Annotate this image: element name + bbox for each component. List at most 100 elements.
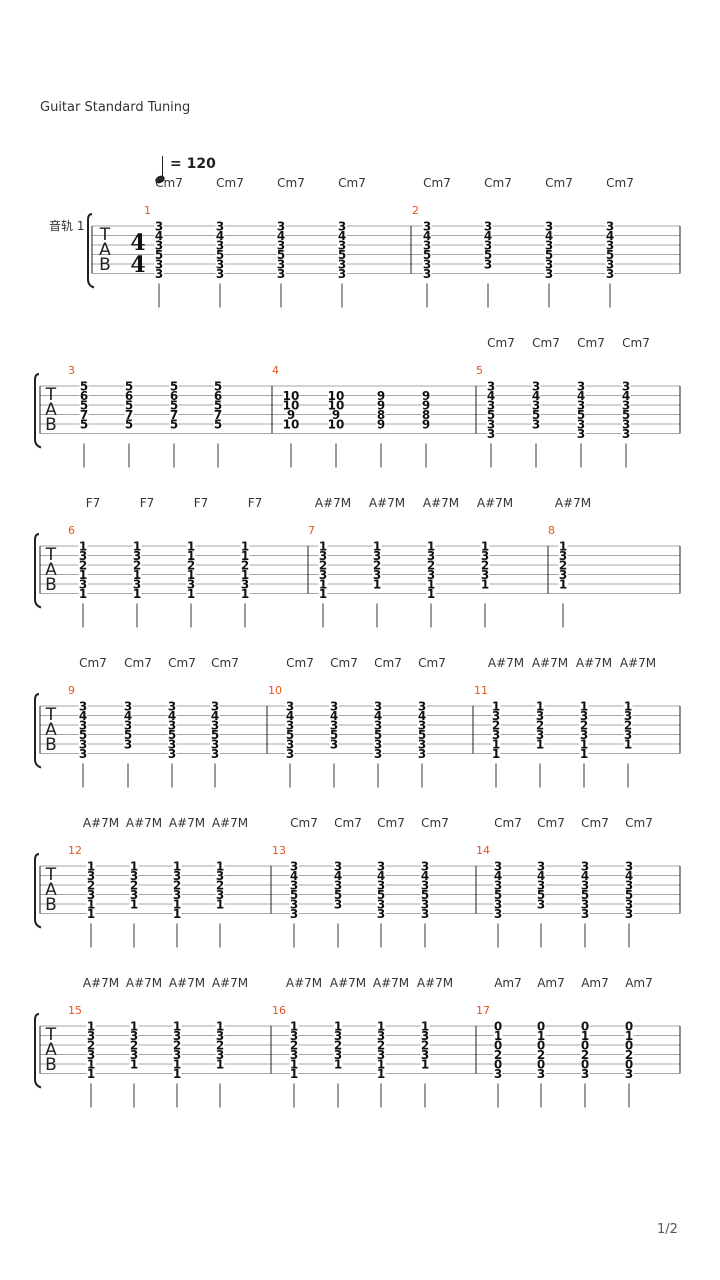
fret-number: 4 <box>334 869 342 883</box>
fret-number: 3 <box>494 1067 502 1081</box>
fret-number: 4 <box>290 869 298 883</box>
chord-name: Cm7 <box>484 176 512 190</box>
fret-number: 3 <box>155 238 163 252</box>
fret-mask <box>531 400 541 410</box>
fret-number: 3 <box>124 718 132 732</box>
measure-number: 8 <box>548 524 555 537</box>
fret-mask <box>86 899 96 909</box>
fret-mask <box>373 748 383 759</box>
fret-number: 1 <box>87 1057 95 1071</box>
fret-mask <box>493 899 503 909</box>
fret-mask <box>78 579 88 589</box>
fret-mask <box>132 560 142 570</box>
fret-number: 3 <box>87 1048 95 1062</box>
fret-mask <box>417 720 427 730</box>
fret-mask <box>580 899 590 909</box>
fret-number: 2 <box>377 1038 385 1052</box>
fret-number: 1 <box>373 539 381 553</box>
fret-mask <box>376 400 386 410</box>
fret-number: 1 <box>216 1057 224 1071</box>
fret-mask <box>544 240 554 250</box>
fret-mask <box>124 400 134 410</box>
fret-mask <box>289 1040 299 1050</box>
fret-mask <box>536 889 546 900</box>
chord-name: Cm7 <box>421 816 449 830</box>
fret-number: 3 <box>625 859 633 873</box>
fret-mask <box>417 739 427 749</box>
fret-number: 3 <box>421 897 429 911</box>
fret-mask <box>422 259 432 269</box>
fret-mask <box>491 729 501 740</box>
chord-name: Cm7 <box>545 176 573 190</box>
fret-mask <box>167 710 177 721</box>
fret-number: 3 <box>421 1029 429 1043</box>
fret-mask <box>123 710 133 721</box>
chord-name: Cm7 <box>330 656 358 670</box>
chord-name: Cm7 <box>79 656 107 670</box>
fret-mask <box>86 870 96 881</box>
tempo-value: = 120 <box>170 156 216 172</box>
chord-name: A#7M <box>169 976 205 990</box>
fret-number: 3 <box>545 267 553 281</box>
fret-number: 2 <box>537 1048 545 1062</box>
fret-mask <box>623 729 633 740</box>
fret-number: 3 <box>277 238 285 252</box>
fret-mask <box>154 259 164 269</box>
fret-number: 0 <box>581 1038 589 1052</box>
fret-mask <box>420 1040 430 1050</box>
chord-name: Cm7 <box>581 816 609 830</box>
fret-mask <box>318 550 328 561</box>
system-bracket <box>87 213 95 289</box>
fret-number: 4 <box>423 229 431 243</box>
fret-number: 1 <box>536 737 544 751</box>
measure-number: 15 <box>68 1004 82 1017</box>
fret-mask <box>289 1059 299 1069</box>
chord-name: A#7M <box>83 816 119 830</box>
fret-number: 3 <box>286 737 294 751</box>
tab-clef-letter: T <box>45 385 57 405</box>
fret-mask <box>372 541 382 551</box>
fret-number: 1 <box>79 568 87 582</box>
fret-number: 2 <box>536 718 544 732</box>
tab-clef-letter: T <box>45 545 57 565</box>
fret-mask <box>621 409 631 420</box>
fret-mask <box>420 1059 430 1069</box>
fret-number: 5 <box>79 728 87 742</box>
fret-number: 3 <box>330 737 338 751</box>
fret-number: 3 <box>211 699 219 713</box>
fret-number: 3 <box>532 379 540 393</box>
fret-mask <box>333 889 343 900</box>
fret-number: 3 <box>577 379 585 393</box>
fret-mask <box>276 221 286 231</box>
fret-number: 3 <box>484 219 492 233</box>
fret-mask <box>283 390 299 401</box>
fret-number: 1 <box>537 1029 545 1043</box>
fret-number: 1 <box>580 737 588 751</box>
fret-mask <box>186 569 196 580</box>
fret-number: 3 <box>168 718 176 732</box>
chord-name: A#7M <box>330 976 366 990</box>
fret-number: 3 <box>216 257 224 271</box>
fret-number: 2 <box>290 1038 298 1052</box>
fret-mask <box>535 701 545 711</box>
fret-mask <box>124 409 134 420</box>
fret-mask <box>491 710 501 721</box>
fret-mask <box>480 541 490 551</box>
fret-number: 1 <box>377 1057 385 1071</box>
chord-name: Am7 <box>494 976 522 990</box>
fret-number: 3 <box>187 577 195 591</box>
fret-number: 1 <box>187 568 195 582</box>
fret-number: 2 <box>173 878 181 892</box>
chord-name: Cm7 <box>377 816 405 830</box>
fret-mask <box>417 710 427 721</box>
fret-mask <box>544 221 554 231</box>
fret-number: 3 <box>155 257 163 271</box>
fret-mask <box>373 701 383 711</box>
fret-mask <box>420 889 430 900</box>
fret-number: 1 <box>87 897 95 911</box>
chord-name: A#7M <box>576 656 612 670</box>
measure-number: 1 <box>144 204 151 217</box>
fret-number: 1 <box>536 699 544 713</box>
fret-number: 1 <box>130 1019 138 1033</box>
fret-number: 3 <box>606 257 614 271</box>
